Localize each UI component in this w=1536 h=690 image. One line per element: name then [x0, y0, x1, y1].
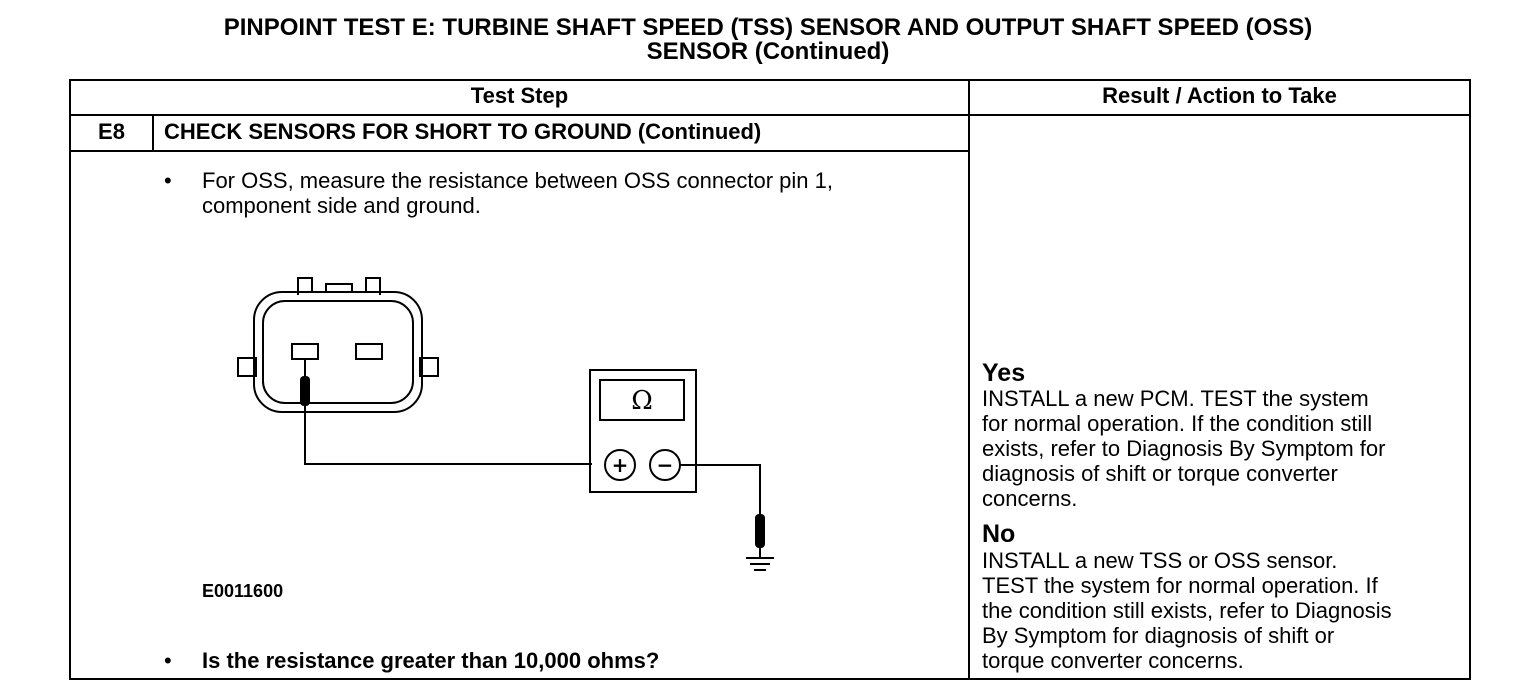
yes-action: INSTALL a new PCM. TEST the system for n… [982, 386, 1468, 511]
yes-line: for normal operation. If the condition s… [982, 411, 1373, 436]
ground-symbol [746, 546, 774, 571]
bullet-instruction: • [164, 168, 172, 193]
connector-pin-2 [355, 343, 383, 360]
title-line-1: PINPOINT TEST E: TURBINE SHAFT SPEED (TS… [223, 14, 1313, 41]
connector-tabs [297, 277, 381, 295]
header-result: Result / Action to Take [1102, 83, 1337, 108]
header-divider [69, 114, 1471, 116]
yes-line: exists, refer to Diagnosis By Symptom fo… [982, 436, 1386, 461]
ohmmeter-positive-jack [604, 449, 636, 481]
no-line: torque converter concerns. [982, 648, 1244, 673]
header-test-step: Test Step [470, 83, 569, 108]
yes-line: INSTALL a new PCM. TEST the system [982, 386, 1369, 411]
yes-label: Yes [982, 359, 1026, 387]
column-divider [968, 79, 970, 680]
step-title-divider [69, 150, 970, 152]
page-title: PINPOINT TEST E: TURBINE SHAFT SPEED (TS… [0, 16, 1536, 64]
plus-sign: + [612, 453, 629, 477]
no-label: No [982, 520, 1016, 548]
no-line: By Symptom for diagnosis of shift or [982, 623, 1335, 648]
instruction-line-1: For OSS, measure the resistance between … [202, 168, 833, 193]
probe-tip-negative [755, 514, 765, 548]
ohm-symbol: Ω [631, 386, 653, 416]
step-id: E8 [98, 119, 125, 144]
test-lead-negative [680, 464, 761, 518]
connector-pin-1 [291, 343, 319, 360]
no-action: INSTALL a new TSS or OSS sensor. TEST th… [982, 548, 1468, 673]
bullet-question: • [164, 648, 172, 673]
test-table [69, 79, 1471, 680]
connector-ohmmeter-diagram: Ω + − [237, 277, 774, 571]
connector-left-tab [237, 357, 257, 377]
instruction-text: For OSS, measure the resistance between … [202, 168, 833, 218]
connector-body-outer [253, 291, 423, 413]
minus-sign: − [657, 453, 674, 477]
no-line: TEST the system for normal operation. If [982, 573, 1378, 598]
yes-line: diagnosis of shift or torque converter [982, 461, 1338, 486]
connector-right-tab [419, 357, 439, 377]
probe-tip-positive [300, 376, 310, 406]
yes-line: concerns. [982, 486, 1078, 511]
step-id-divider [152, 114, 154, 152]
ohmmeter-display [599, 379, 685, 421]
figure-id: E0011600 [202, 581, 284, 601]
question-text: Is the resistance greater than 10,000 oh… [202, 648, 660, 673]
no-line: the condition still exists, refer to Dia… [982, 598, 1392, 623]
ohmmeter-body [589, 369, 697, 493]
connector-body-inner [262, 300, 414, 404]
no-line: INSTALL a new TSS or OSS sensor. [982, 548, 1338, 573]
title-line-2: SENSOR (Continued) [646, 38, 890, 65]
step-title: CHECK SENSORS FOR SHORT TO GROUND (Conti… [164, 119, 762, 144]
instruction-line-2: component side and ground. [202, 193, 481, 218]
